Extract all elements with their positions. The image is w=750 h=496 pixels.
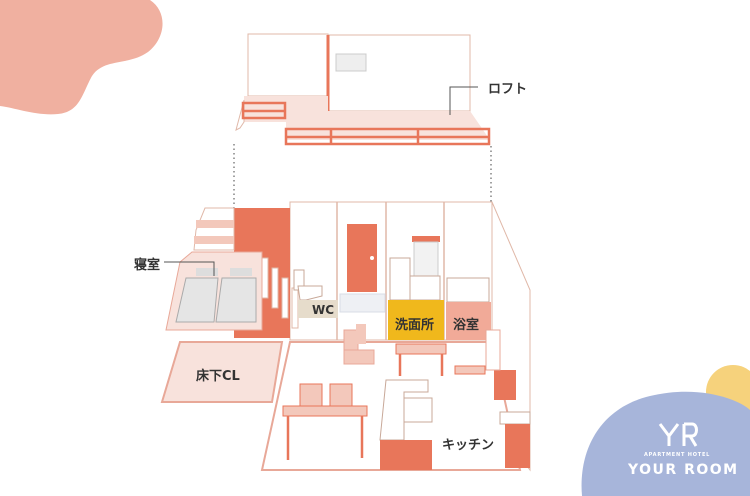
- washroom-label: 洗面所: [395, 318, 435, 333]
- wc-label: WC: [312, 303, 335, 317]
- kitchen-label: キッチン: [442, 438, 495, 453]
- underfloor-closet-label: 床下CL: [196, 369, 240, 384]
- logo-blue-blob: [581, 391, 750, 496]
- pink-blob: [0, 0, 163, 115]
- bedroom-label: 寝室: [134, 258, 161, 273]
- logo-name: YOUR ROOM: [628, 462, 739, 478]
- main-level: [160, 201, 531, 472]
- bathroom-label: 浴室: [453, 318, 480, 333]
- loft-level: [235, 33, 491, 146]
- logo-subtitle: APARTMENT HOTEL: [644, 452, 711, 458]
- loft-label: ロフト: [488, 82, 528, 97]
